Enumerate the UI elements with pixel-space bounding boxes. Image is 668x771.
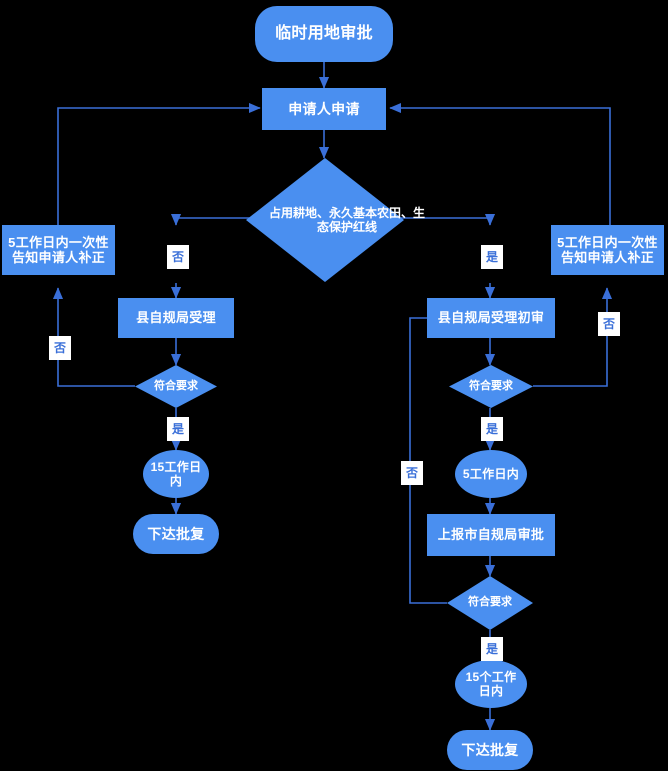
node-issue-reply-right-label: 下达批复 (461, 741, 519, 758)
node-report-city-approval-label: 上报市自规局审批 (437, 527, 545, 543)
node-issue-reply-left-label: 下达批复 (147, 525, 205, 542)
node-applicant-apply-label: 申请人申请 (288, 100, 360, 117)
node-5-workdays-right-label: 5工作日内 (462, 466, 520, 481)
node-15-workdays-left-label: 15工作日内 (150, 459, 202, 488)
node-county-accept[interactable]: 县自规局受理 (118, 298, 234, 338)
node-report-city-approval[interactable]: 上报市自规局审批 (427, 514, 555, 556)
edge-label-yes-right-branch: 是 (481, 245, 503, 269)
edge-label-no-right-loop: 否 (598, 312, 620, 336)
node-start-label: 临时用地审批 (275, 24, 373, 42)
node-15-workdays-city[interactable]: 15个工作日内 (455, 660, 527, 708)
edge-label-yes-left: 是 (167, 417, 189, 441)
node-decision-requirements-city[interactable]: 符合要求 (447, 576, 533, 630)
node-start[interactable]: 临时用地审批 (255, 6, 393, 62)
node-applicant-apply[interactable]: 申请人申请 (262, 88, 386, 130)
node-notify-correction-left-label: 5工作日内一次性告知申请人补正 (8, 234, 109, 265)
edge-label-no-city-loop: 否 (401, 461, 423, 485)
node-decision-requirements-right[interactable]: 符合要求 (449, 365, 533, 408)
node-issue-reply-right[interactable]: 下达批复 (447, 730, 533, 770)
edge-label-yes-right: 是 (481, 417, 503, 441)
node-decision-requirements-city-label: 符合要求 (468, 596, 512, 609)
node-decision-requirements-right-label: 符合要求 (469, 379, 513, 392)
node-15-workdays-city-label: 15个工作日内 (465, 669, 517, 698)
node-county-first-review-label: 县自规局受理初审 (437, 310, 545, 326)
edge-label-no-left-branch: 否 (167, 245, 189, 269)
node-notify-correction-left[interactable]: 5工作日内一次性告知申请人补正 (2, 225, 115, 275)
node-decision-land-use[interactable]: 占用耕地、永久基本农田、生态保护红线 (246, 158, 425, 282)
edge-label-yes-city: 是 (481, 637, 503, 661)
node-county-accept-label: 县自规局受理 (136, 310, 216, 326)
node-decision-requirements-left[interactable]: 符合要求 (135, 365, 217, 408)
node-county-first-review[interactable]: 县自规局受理初审 (427, 298, 555, 338)
node-decision-land-use-label: 占用耕地、永久基本农田、生态保护红线 (268, 205, 425, 234)
node-notify-correction-right[interactable]: 5工作日内一次性告知申请人补正 (551, 225, 664, 275)
node-5-workdays-right[interactable]: 5工作日内 (455, 450, 527, 498)
node-issue-reply-left[interactable]: 下达批复 (133, 514, 219, 554)
node-15-workdays-left[interactable]: 15工作日内 (143, 450, 209, 498)
node-decision-requirements-left-label: 符合要求 (154, 379, 198, 392)
edge-label-no-left-loop: 否 (49, 336, 71, 360)
node-notify-correction-right-label: 5工作日内一次性告知申请人补正 (557, 234, 658, 265)
